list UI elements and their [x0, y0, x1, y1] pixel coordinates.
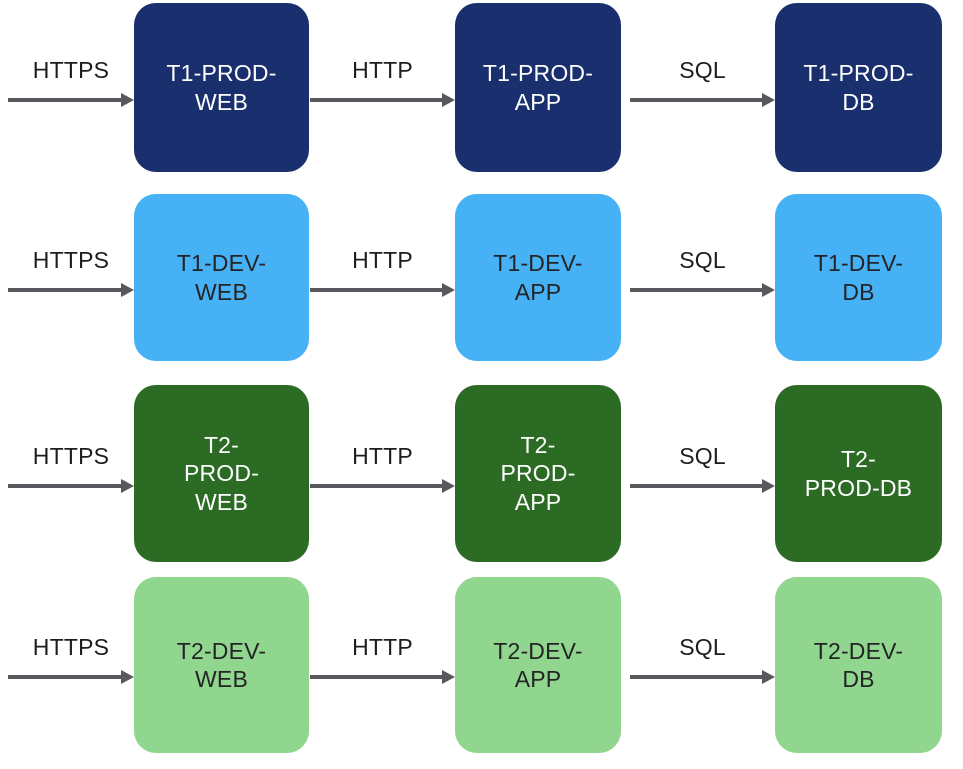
node-t2-prod-web[interactable]: T2- PROD- WEB	[134, 385, 309, 562]
diagram-row-t1-prod: HTTPS HTTP SQL T1-PROD- WEB T1-PROD- APP T1-P…	[0, 3, 963, 172]
arrow-icon	[630, 92, 775, 107]
node-t1-prod-db[interactable]: T1-PROD- DB	[775, 3, 942, 172]
edge-label-t1-prod-web-app: HTTP	[352, 56, 413, 83]
arrow-icon	[8, 670, 134, 684]
edge-label-t1-dev-app-db: SQL	[679, 246, 726, 273]
edge-label-t2-dev-web-app: HTTP	[352, 634, 413, 660]
edge-label-t1-dev-web-app: HTTP	[352, 246, 413, 273]
node-t2-dev-db[interactable]: T2-DEV- DB	[775, 577, 942, 753]
arrow-icon	[630, 670, 775, 684]
edge-t1-dev-web-app: HTTP	[310, 246, 455, 308]
arrow-icon	[310, 92, 455, 107]
node-t1-dev-db[interactable]: T1-DEV- DB	[775, 194, 942, 361]
node-label-t1-prod-db: T1-PROD- DB	[803, 60, 914, 115]
node-label-t1-dev-web: T1-DEV- WEB	[176, 250, 267, 305]
node-t2-prod-db[interactable]: T2- PROD-DB	[775, 385, 942, 562]
node-label-t2-dev-web: T2-DEV- WEB	[176, 637, 267, 692]
node-label-t2-dev-db: T2-DEV- DB	[813, 637, 904, 692]
node-t1-prod-web[interactable]: T1-PROD- WEB	[134, 3, 309, 172]
node-label-t1-dev-app: T1-DEV- APP	[493, 250, 583, 305]
edge-label-t2-dev-app-db: SQL	[679, 634, 726, 660]
arrow-icon	[630, 282, 775, 297]
node-label-t1-prod-web: T1-PROD- WEB	[166, 60, 277, 115]
arrow-icon	[8, 478, 134, 493]
edge-label-t1-dev-ingress: HTTPS	[32, 246, 110, 273]
edge-t2-dev-app-db: SQL	[630, 634, 775, 695]
node-label-t1-dev-db: T1-DEV- DB	[813, 250, 904, 305]
arrow-icon	[310, 478, 455, 493]
node-label-t2-dev-app: T2-DEV- APP	[493, 637, 583, 692]
node-label-t2-prod-web: T2- PROD- WEB	[183, 432, 260, 515]
node-label-t1-prod-app: T1-PROD- APP	[482, 60, 594, 115]
edge-t2-prod-ingress: HTTPS	[8, 442, 134, 504]
node-t1-dev-app[interactable]: T1-DEV- APP	[455, 194, 621, 361]
node-t2-dev-web[interactable]: T2-DEV- WEB	[134, 577, 309, 753]
node-label-t2-prod-db: T2- PROD-DB	[804, 446, 913, 501]
diagram-row-t1-dev: HTTPS HTTP SQL T1-DEV- WEB T1-DEV- APP T1-DEV…	[0, 194, 963, 361]
edge-t2-prod-web-app: HTTP	[310, 442, 455, 504]
edge-t1-prod-app-db: SQL	[630, 56, 775, 118]
edge-label-t2-prod-ingress: HTTPS	[32, 442, 110, 469]
edge-label-t1-prod-ingress: HTTPS	[32, 56, 110, 83]
node-label-t2-prod-app: T2- PROD- APP	[500, 432, 576, 515]
diagram-row-t2-prod: HTTPS HTTP SQL T2- PROD- WEB T2- PROD- APP T2…	[0, 385, 963, 562]
edge-label-t2-prod-web-app: HTTP	[352, 442, 413, 469]
edge-label-t2-dev-ingress: HTTPS	[32, 634, 110, 660]
edge-t1-prod-ingress: HTTPS	[8, 56, 134, 118]
edge-t1-dev-app-db: SQL	[630, 246, 775, 308]
edge-t1-prod-web-app: HTTP	[310, 56, 455, 118]
arrow-icon	[310, 282, 455, 297]
edge-t2-prod-app-db: SQL	[630, 442, 775, 504]
arrow-icon	[8, 282, 134, 297]
edge-t2-dev-web-app: HTTP	[310, 634, 455, 695]
edge-t2-dev-ingress: HTTPS	[8, 634, 134, 695]
arrow-icon	[8, 92, 134, 107]
edge-label-t1-prod-app-db: SQL	[679, 56, 726, 83]
arrow-icon	[310, 670, 455, 684]
node-t2-dev-app[interactable]: T2-DEV- APP	[455, 577, 621, 753]
arrow-icon	[630, 478, 775, 493]
edge-label-t2-prod-app-db: SQL	[679, 442, 726, 469]
node-t1-dev-web[interactable]: T1-DEV- WEB	[134, 194, 309, 361]
node-t2-prod-app[interactable]: T2- PROD- APP	[455, 385, 621, 562]
diagram-row-t2-dev: HTTPS HTTP SQL T2-DEV- WEB T2-DEV- APP T2-DEV…	[0, 577, 963, 753]
edge-t1-dev-ingress: HTTPS	[8, 246, 134, 308]
node-t1-prod-app[interactable]: T1-PROD- APP	[455, 3, 621, 172]
